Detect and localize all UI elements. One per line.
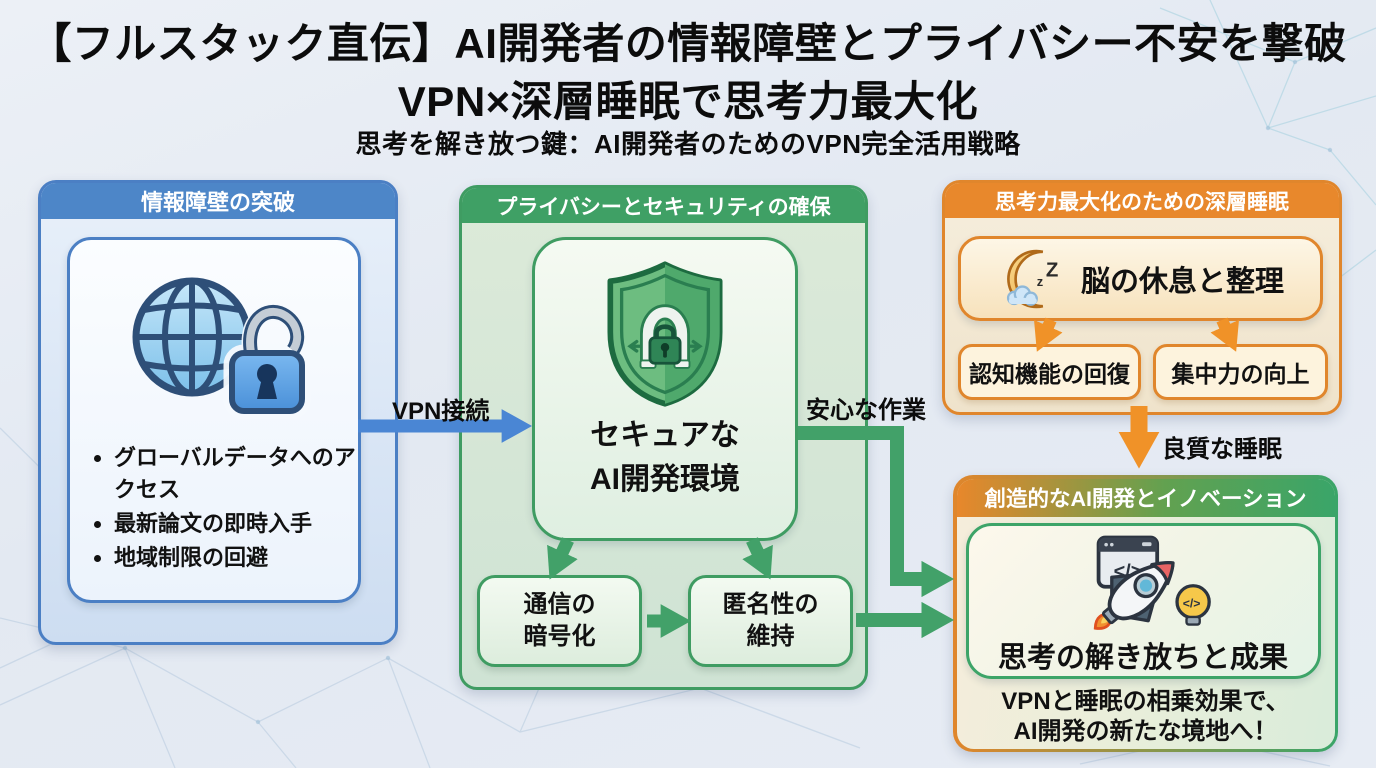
info-barrier-card: グローバルデータへのアクセス 最新論文の即時入手 地域制限の回避	[67, 237, 361, 603]
result-caption: VPNと睡眠の相乗効果で、 AI開発の新たな境地へ！	[957, 687, 1335, 748]
result-card-title: 思考の解き放ちと成果	[997, 641, 1288, 674]
info-benefit-list: グローバルデータへのアクセス 最新論文の即時入手 地域制限の回避	[70, 442, 358, 576]
page-subtitle: 思考を解き放つ鍵：AI開発者のためのVPN完全活用戦略	[355, 129, 1021, 159]
list-item: 最新論文の即時入手	[114, 508, 358, 540]
result-caption-line1: VPNと睡眠の相乗効果で、	[1001, 687, 1290, 715]
creative-result-body: 創造的なAI開発とイノベーション </>	[956, 478, 1335, 749]
cognitive-recovery-subbox: 認知機能の回復	[958, 344, 1141, 400]
brain-rest-card: z Z 脳の休息と整理	[958, 236, 1323, 321]
secure-env-card: セキュアな AI開発環境	[532, 237, 798, 541]
sleep-moon-icon: z Z	[1006, 249, 1058, 308]
moon-z-glyph: z	[1037, 273, 1043, 288]
deep-sleep-header: 思考力最大化のための深層睡眠	[945, 183, 1339, 218]
list-item: グローバルデータへのアクセス	[114, 442, 358, 506]
result-caption-line2: AI開発の新たな境地へ！	[1013, 718, 1278, 746]
creative-result-header: 創造的なAI開発とイノベーション	[956, 478, 1335, 517]
encryption-label-line2: 暗号化	[523, 623, 596, 650]
anonymity-label-line2: 維持	[746, 623, 795, 650]
creative-result-box: 創造的なAI開発とイノベーション </>	[953, 475, 1338, 752]
secure-env-title-line1: セキュアな	[590, 419, 740, 452]
encryption-label-line1: 通信の	[523, 591, 596, 619]
brain-rest-label: 脳の休息と整理	[1080, 265, 1284, 298]
focus-improvement-subbox: 集中力の向上	[1153, 344, 1328, 400]
encryption-subbox: 通信の 暗号化	[477, 575, 642, 667]
privacy-security-header: プライバシーとセキュリティの確保	[462, 188, 865, 223]
anonymity-label-line1: 匿名性の	[722, 591, 819, 619]
vpn-connection-label: VPN接続	[392, 398, 490, 425]
moon-Z-glyph: Z	[1046, 259, 1058, 281]
code-glyph: </>	[1183, 596, 1201, 610]
result-card: </> </> 思考の解	[965, 522, 1321, 679]
secure-env-title-line2: AI開発環境	[590, 462, 740, 496]
focus-improvement-label: 集中力の向上	[1171, 361, 1310, 387]
info-barrier-header: 情報障壁の突破	[41, 183, 395, 219]
good-sleep-label: 良質な睡眠	[1162, 436, 1282, 463]
rocket-launch-icon: </> </>	[1093, 535, 1211, 630]
cognitive-recovery-label: 認知機能の回復	[969, 361, 1130, 387]
info-barrier-box: 情報障壁の突破	[38, 180, 398, 645]
page-title-line2: VPN×深層睡眠で思考力最大化	[397, 78, 979, 125]
privacy-security-box: プライバシーとセキュリティの確保 セキュアな AI開発環境	[459, 185, 868, 690]
shield-lock-icon	[607, 261, 723, 407]
globe-unlock-icon	[132, 277, 311, 420]
secure-env-title: セキュアな AI開発環境	[590, 414, 740, 501]
list-item: 地域制限の回避	[114, 542, 358, 574]
page-title-line1: 【フルスタック直伝】AI開発者の情報障壁とプライバシー不安を撃破	[29, 20, 1347, 67]
deep-sleep-box: 思考力最大化のための深層睡眠 z Z 脳の休息と整理 認知機能の回復	[942, 180, 1342, 415]
anonymity-subbox: 匿名性の 維持	[688, 575, 853, 667]
safe-work-label: 安心な作業	[806, 397, 926, 424]
